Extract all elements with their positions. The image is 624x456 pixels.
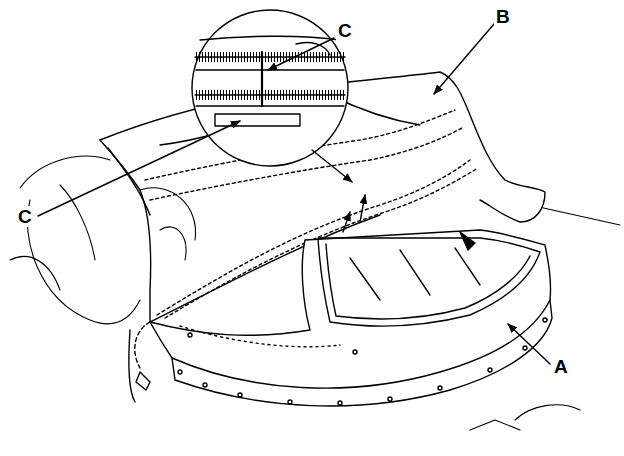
leader-line [434,24,494,94]
leader-line [38,121,240,216]
leader-line [508,324,550,364]
detail-circle [192,10,348,166]
clip-fastener [129,322,150,402]
callout-letter: B [494,6,512,27]
callout-letter: C [16,206,34,227]
rear-window-panel [150,230,552,406]
callout-letter: A [552,356,570,377]
callout-letter: C [336,20,354,41]
zoom-arrow [312,150,352,182]
lift-arrow [343,212,350,232]
lift-arrow [360,195,365,222]
leader-line [268,38,334,70]
